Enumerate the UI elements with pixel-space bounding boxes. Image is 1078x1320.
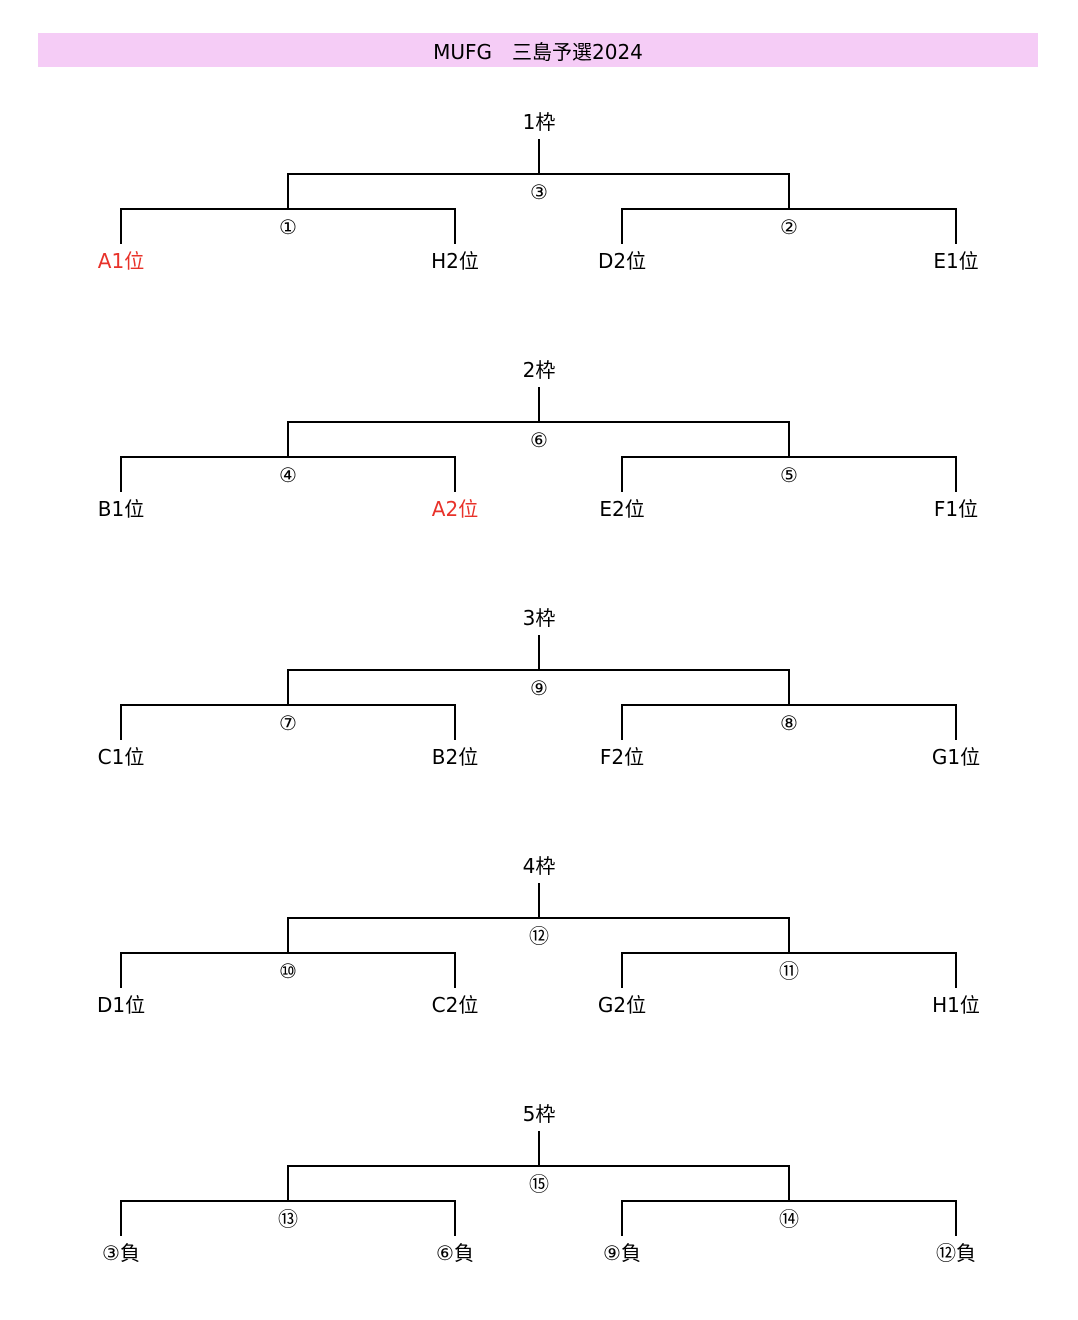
final-match-number: ⑫ bbox=[527, 924, 551, 948]
left-match-number: ⑦ bbox=[277, 711, 299, 735]
bracket-frame-5: 5枠 ⑮ ⑬ ⑭ ③負 ⑥負 ⑨負 ⑫負 bbox=[0, 1100, 1078, 1270]
bracket-frame-1: 1枠 ③ ① ② A1位 H2位 D2位 E1位 bbox=[0, 108, 1078, 278]
frame-label: 4枠 bbox=[522, 854, 556, 878]
team-slot-label: D2位 bbox=[597, 249, 647, 273]
team-slot-label: G2位 bbox=[597, 993, 647, 1017]
frame-label: 2枠 bbox=[522, 358, 556, 382]
bracket-frame-3: 3枠 ⑨ ⑦ ⑧ C1位 B2位 F2位 G1位 bbox=[0, 604, 1078, 774]
team-slot-label: B1位 bbox=[97, 497, 145, 521]
team-slot-label: ⑨負 bbox=[603, 1241, 641, 1265]
team-slot-label: E1位 bbox=[933, 249, 979, 273]
left-match-number: ⑬ bbox=[276, 1207, 300, 1231]
team-slot-label: G1位 bbox=[931, 745, 981, 769]
title-bar: MUFG 三島予選2024 bbox=[38, 33, 1038, 67]
team-slot-label: H1位 bbox=[932, 993, 980, 1017]
bracket-frame-2: 2枠 ⑥ ④ ⑤ B1位 A2位 E2位 F1位 bbox=[0, 356, 1078, 526]
bracket-connector-lines bbox=[120, 1131, 957, 1236]
team-slot-label: ⑥負 bbox=[436, 1241, 474, 1265]
team-slot-label: ⑫負 bbox=[936, 1241, 976, 1265]
bracket-connector-lines bbox=[120, 139, 957, 244]
team-slot-label: F2位 bbox=[599, 745, 645, 769]
left-match-number: ① bbox=[277, 215, 299, 239]
frame-label: 3枠 bbox=[522, 606, 556, 630]
bracket-frame-4: 4枠 ⑫ ⑩ ⑪ D1位 C2位 G2位 H1位 bbox=[0, 852, 1078, 1022]
bracket-lines bbox=[120, 883, 957, 988]
final-match-number: ③ bbox=[528, 180, 550, 204]
team-slot-label: A1位 bbox=[97, 249, 145, 273]
left-match-number: ④ bbox=[277, 463, 299, 487]
bracket-lines bbox=[120, 139, 957, 244]
right-match-number: ⑤ bbox=[778, 463, 800, 487]
bracket-lines bbox=[120, 387, 957, 492]
team-slot-label: B2位 bbox=[431, 745, 479, 769]
right-match-number: ② bbox=[778, 215, 800, 239]
team-slot-label: D1位 bbox=[96, 993, 146, 1017]
right-match-number: ⑭ bbox=[777, 1207, 801, 1231]
team-slot-label: F1位 bbox=[933, 497, 979, 521]
team-slot-label: E2位 bbox=[599, 497, 645, 521]
team-slot-label: H2位 bbox=[431, 249, 479, 273]
bracket-lines bbox=[120, 635, 957, 740]
bracket-connector-lines bbox=[120, 387, 957, 492]
final-match-number: ⑥ bbox=[528, 428, 550, 452]
frame-label: 1枠 bbox=[522, 110, 556, 134]
team-slot-label: C1位 bbox=[97, 745, 145, 769]
right-match-number: ⑪ bbox=[777, 959, 801, 983]
page-title: MUFG 三島予選2024 bbox=[433, 39, 643, 64]
bracket-lines bbox=[120, 1131, 957, 1236]
right-match-number: ⑧ bbox=[778, 711, 800, 735]
bracket-connector-lines bbox=[120, 635, 957, 740]
team-slot-label: A2位 bbox=[431, 497, 479, 521]
final-match-number: ⑨ bbox=[528, 676, 550, 700]
left-match-number: ⑩ bbox=[277, 959, 299, 983]
team-slot-label: ③負 bbox=[102, 1241, 140, 1265]
bracket-connector-lines bbox=[120, 883, 957, 988]
frame-label: 5枠 bbox=[522, 1102, 556, 1126]
final-match-number: ⑮ bbox=[527, 1172, 551, 1196]
team-slot-label: C2位 bbox=[431, 993, 479, 1017]
